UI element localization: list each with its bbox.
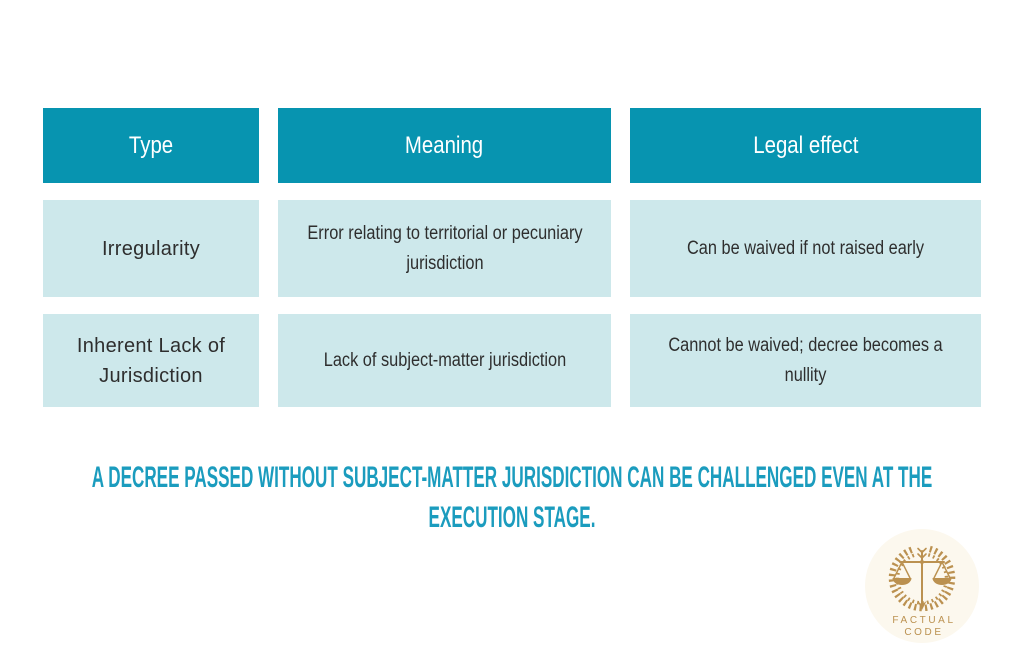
key-note-line-1: A DECREE PASSED WITHOUT SUBJECT-MATTER J…: [91, 461, 933, 494]
cell-text: Cannot be waived; decree becomes a nulli…: [668, 334, 943, 386]
cell-row1-meaning: Error relating to territorial or pecunia…: [278, 200, 611, 297]
factual-code-logo: FACTUAL CODE: [864, 528, 980, 644]
header-cell-legal-effect: Legal effect: [630, 108, 981, 183]
key-note-line-2: EXECUTION STAGE.: [428, 501, 596, 534]
cell-row2-meaning: Lack of subject-matter jurisdiction: [278, 314, 611, 407]
logo-brand-line-1: FACTUAL: [892, 615, 955, 626]
scales-of-justice-wreath-icon: FACTUAL CODE: [865, 529, 979, 643]
cell-row1-type: Irregularity: [43, 200, 259, 297]
cell-text: Error relating to territorial or pecunia…: [306, 222, 583, 274]
cell-text: Inherent Lack of Jurisdiction: [76, 334, 226, 387]
scales-of-justice-icon: [892, 547, 952, 610]
cell-row2-type: Inherent Lack of Jurisdiction: [43, 314, 259, 407]
key-note: A DECREE PASSED WITHOUT SUBJECT-MATTER J…: [0, 458, 1024, 538]
logo-brand-line-2: CODE: [904, 627, 943, 638]
cell-text: Irregularity: [101, 237, 201, 260]
cell-text: Lack of subject-matter jurisdiction: [323, 349, 566, 371]
cell-text: Can be waived if not raised early: [686, 237, 925, 259]
jurisdiction-comparison-table: Type Meaning Legal effect Irregularity E…: [43, 108, 981, 407]
header-label-legal-effect: Legal effect: [752, 131, 859, 159]
header-cell-meaning: Meaning: [278, 108, 611, 183]
header-label-type: Type: [128, 131, 174, 159]
header-label-meaning: Meaning: [405, 131, 484, 159]
cell-row2-legal-effect: Cannot be waived; decree becomes a nulli…: [630, 314, 981, 407]
cell-row1-legal-effect: Can be waived if not raised early: [630, 200, 981, 297]
header-cell-type: Type: [43, 108, 259, 183]
